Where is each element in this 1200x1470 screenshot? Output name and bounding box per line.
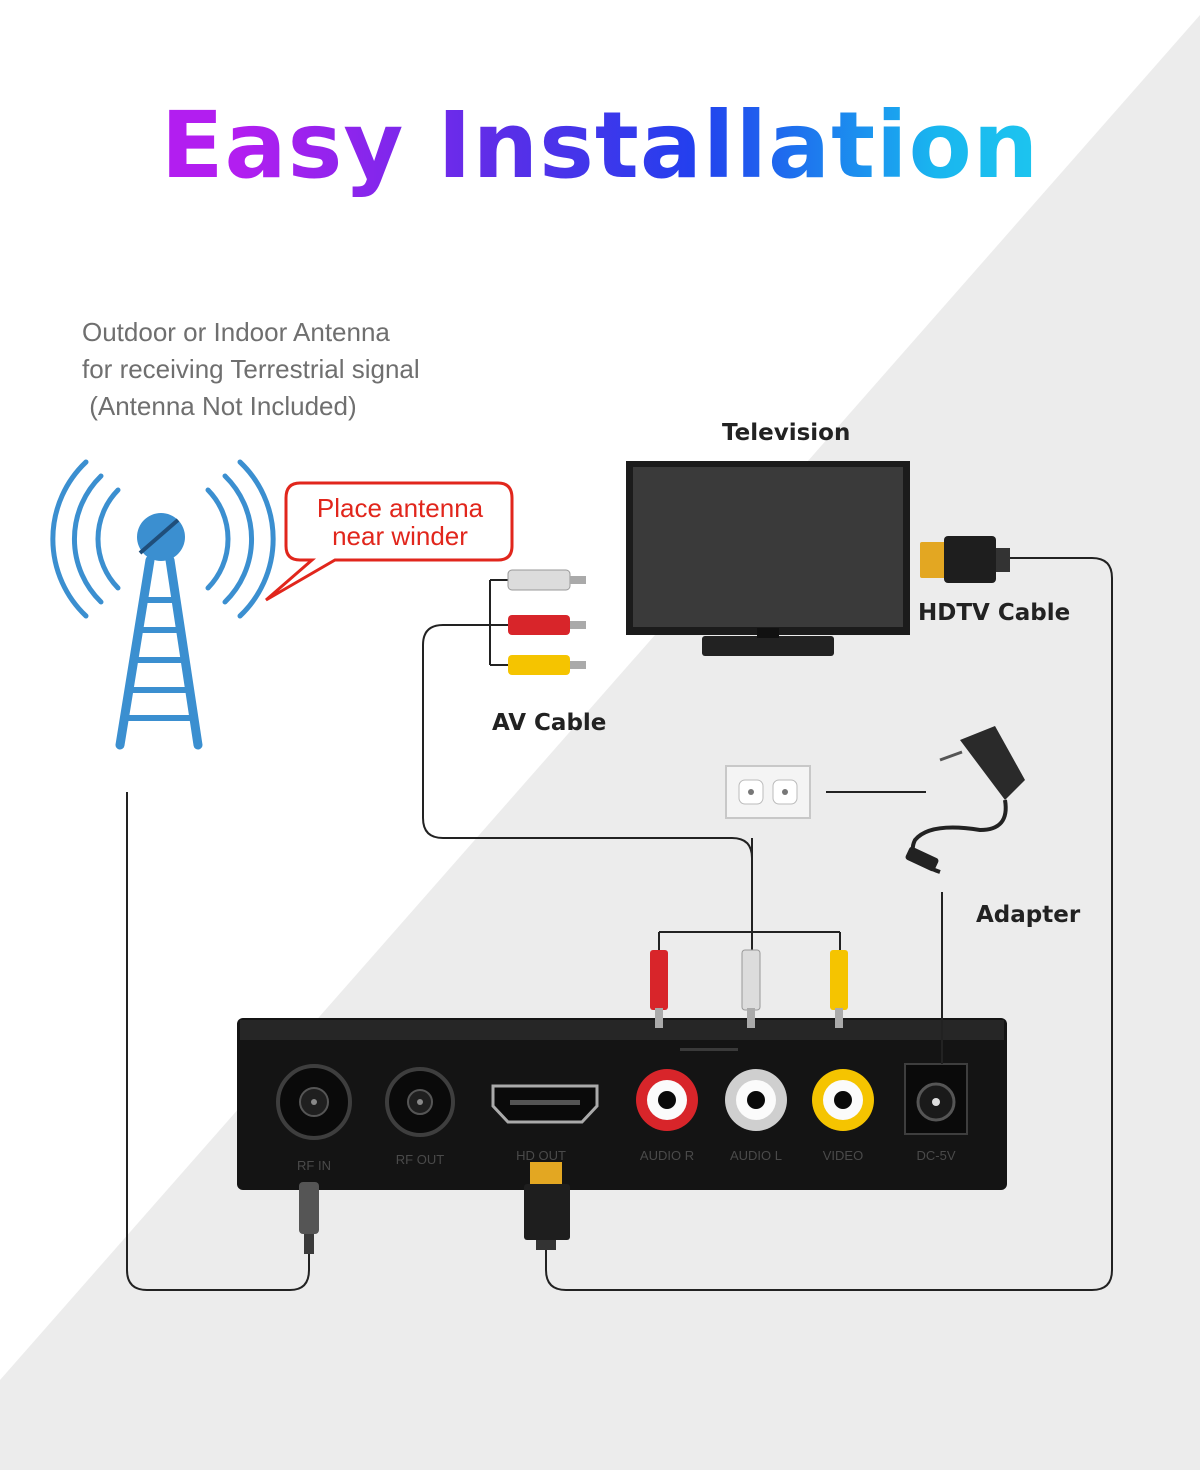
antenna-note-line-2: for receiving Terrestrial signal xyxy=(82,354,420,384)
adapter-label: Adapter xyxy=(976,902,1081,928)
antenna-head-shade xyxy=(138,518,180,555)
port-label-rf-out: RF OUT xyxy=(395,1152,445,1167)
av-cable-line xyxy=(422,624,753,859)
television-label: Television xyxy=(722,420,851,446)
av-cable-icon xyxy=(489,569,586,675)
av-cable-label: AV Cable xyxy=(492,710,607,736)
rca-plugs xyxy=(650,838,848,1028)
antenna-note: Outdoor or Indoor Antenna for receiving … xyxy=(82,314,420,425)
antenna-cable xyxy=(126,792,310,1291)
wall-outlet-icon xyxy=(725,765,811,819)
set-top-box-icon xyxy=(237,1018,1007,1190)
port-label-audio-l: AUDIO L xyxy=(729,1148,782,1163)
hdmi-cable-icon xyxy=(920,536,1010,583)
antenna-tower-icon xyxy=(50,459,276,750)
television-icon xyxy=(626,461,910,656)
antenna-note-line-3: (Antenna Not Included) xyxy=(82,391,357,421)
hdtv-cable-label: HDTV Cable xyxy=(918,600,1071,626)
bubble-text: Place antenna near winder xyxy=(290,494,510,550)
port-label-video: VIDEO xyxy=(822,1148,864,1163)
port-label-rf-in: RF IN xyxy=(297,1158,331,1173)
port-label-audio-r: AUDIO R xyxy=(639,1148,695,1163)
port-label-hd-out: HD OUT xyxy=(516,1148,566,1163)
coax-plug xyxy=(299,1182,319,1254)
page-title: Easy Installation xyxy=(0,92,1200,199)
speech-bubble xyxy=(265,481,514,602)
power-adapter-icon xyxy=(905,726,1025,874)
hdmi-cable-line xyxy=(545,557,1113,1291)
bubble-line-2: near winder xyxy=(332,521,468,551)
hdmi-plug xyxy=(524,1162,570,1250)
antenna-note-line-1: Outdoor or Indoor Antenna xyxy=(82,317,390,347)
port-label-dc: DC-5V xyxy=(916,1148,956,1163)
bubble-line-1: Place antenna xyxy=(316,493,484,523)
